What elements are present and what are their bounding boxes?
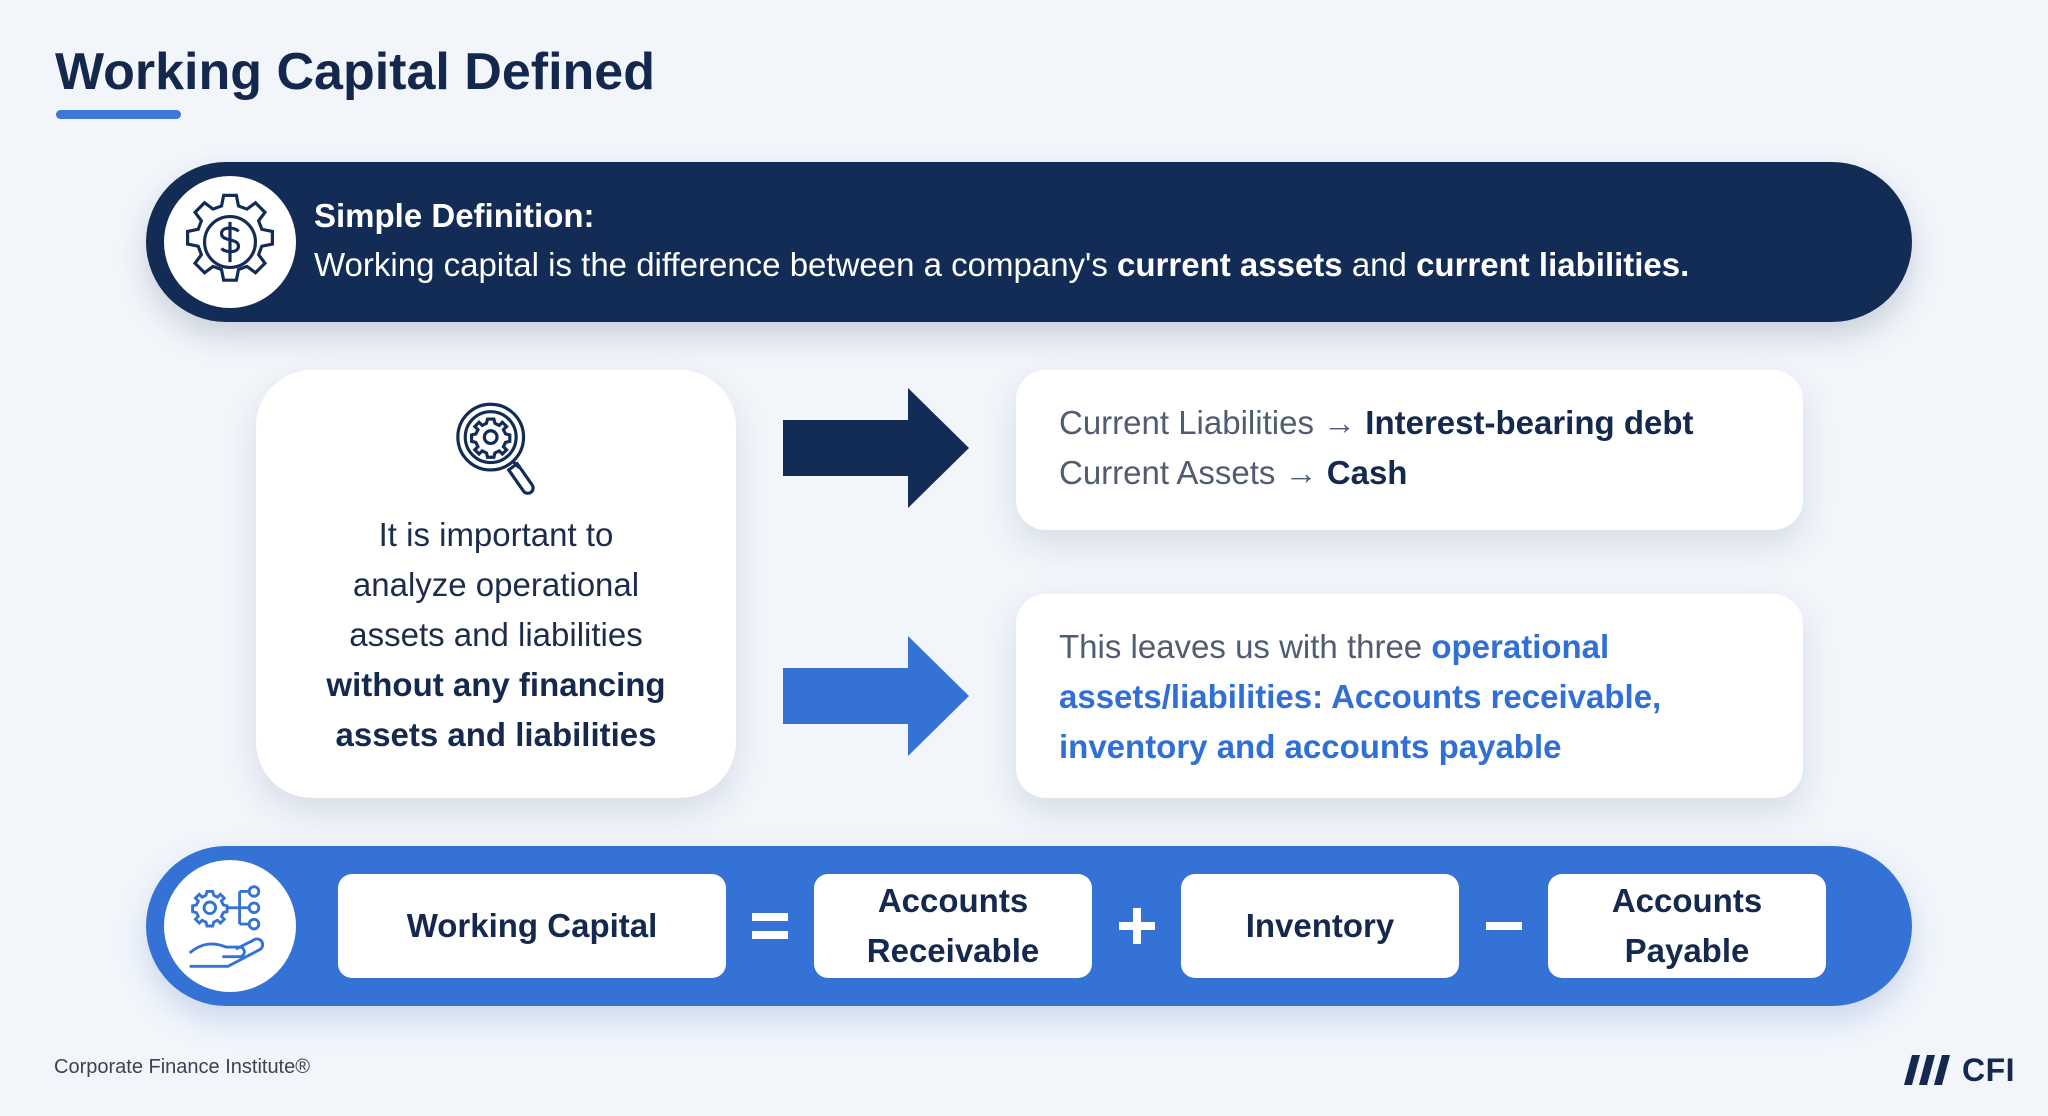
operational-line-1: This leaves us with three operational: [1059, 622, 1609, 672]
arrow-right-blue-icon: [783, 636, 969, 761]
analysis-text: It is important to analyze operational a…: [256, 510, 736, 760]
definition-middle: and: [1342, 246, 1417, 283]
analysis-bold-line-1: without any financing: [326, 666, 666, 703]
analysis-bold-line-2: assets and liabilities: [335, 716, 657, 753]
operational-prefix: This leaves us with three: [1059, 628, 1432, 665]
definition-banner: [146, 162, 1912, 322]
cfi-logo-mark-icon: [1904, 1055, 1950, 1085]
assets-label: Current Assets →: [1059, 454, 1327, 491]
definition-prefix: Working capital is the difference betwee…: [314, 246, 1118, 283]
formula-term-working-capital: Working Capital: [338, 874, 726, 978]
hand-gear-network-icon: [164, 860, 296, 992]
analysis-line-1: It is important to: [378, 516, 614, 553]
term-current-liabilities: current liabilities.: [1416, 246, 1690, 283]
operational-line-3: inventory and accounts payable: [1059, 722, 1561, 772]
term-working-capital-label: Working Capital: [406, 907, 658, 944]
assets-value: Cash: [1326, 454, 1408, 491]
equals-icon: [740, 874, 800, 978]
term-ap-line-1: Accounts: [1611, 882, 1763, 919]
term-ar-line-1: Accounts: [877, 882, 1029, 919]
term-inventory-label: Inventory: [1245, 907, 1395, 944]
footer-company: Corporate Finance Institute®: [54, 1056, 310, 1078]
reclassification-card: Current Liabilities → Interest-bearing d…: [1016, 370, 1803, 530]
arrow-right-navy-icon: [783, 388, 969, 513]
analysis-line-3: assets and liabilities: [349, 616, 643, 653]
term-ap-line-2: Payable: [1624, 932, 1750, 969]
definition-label: Simple Definition:: [314, 197, 595, 234]
liabilities-value: Interest-bearing debt: [1365, 404, 1694, 441]
liabilities-row: Current Liabilities → Interest-bearing d…: [1059, 398, 1694, 448]
assets-row: Current Assets → Cash: [1059, 448, 1407, 498]
definition-body: Working capital is the difference betwee…: [314, 240, 1874, 290]
dollar-gear-icon: [164, 176, 296, 308]
magnifier-gear-icon: [453, 400, 539, 511]
cfi-logo: CFI: [1904, 1050, 2015, 1090]
formula-term-inventory: Inventory: [1181, 874, 1459, 978]
definition-text: Simple Definition: Working capital is th…: [314, 192, 1874, 290]
term-current-assets: current assets: [1117, 246, 1343, 283]
page-title: Working Capital Defined: [55, 43, 655, 101]
operational-highlight-2: assets/liabilities: Accounts receivable,: [1059, 678, 1662, 715]
operational-highlight-3: inventory and accounts payable: [1059, 728, 1562, 765]
plus-icon: [1107, 874, 1167, 978]
operational-line-2: assets/liabilities: Accounts receivable,: [1059, 672, 1661, 722]
minus-icon: [1474, 874, 1534, 978]
title-underline: [56, 110, 181, 119]
term-ar-line-2: Receivable: [866, 932, 1040, 969]
analysis-card: It is important to analyze operational a…: [256, 370, 736, 798]
cfi-logo-text: CFI: [1962, 1051, 2016, 1088]
analysis-line-2: analyze operational: [352, 566, 640, 603]
liabilities-label: Current Liabilities →: [1059, 404, 1366, 441]
operational-items-card: This leaves us with three operational as…: [1016, 594, 1803, 798]
operational-highlight-1: operational: [1431, 628, 1610, 665]
